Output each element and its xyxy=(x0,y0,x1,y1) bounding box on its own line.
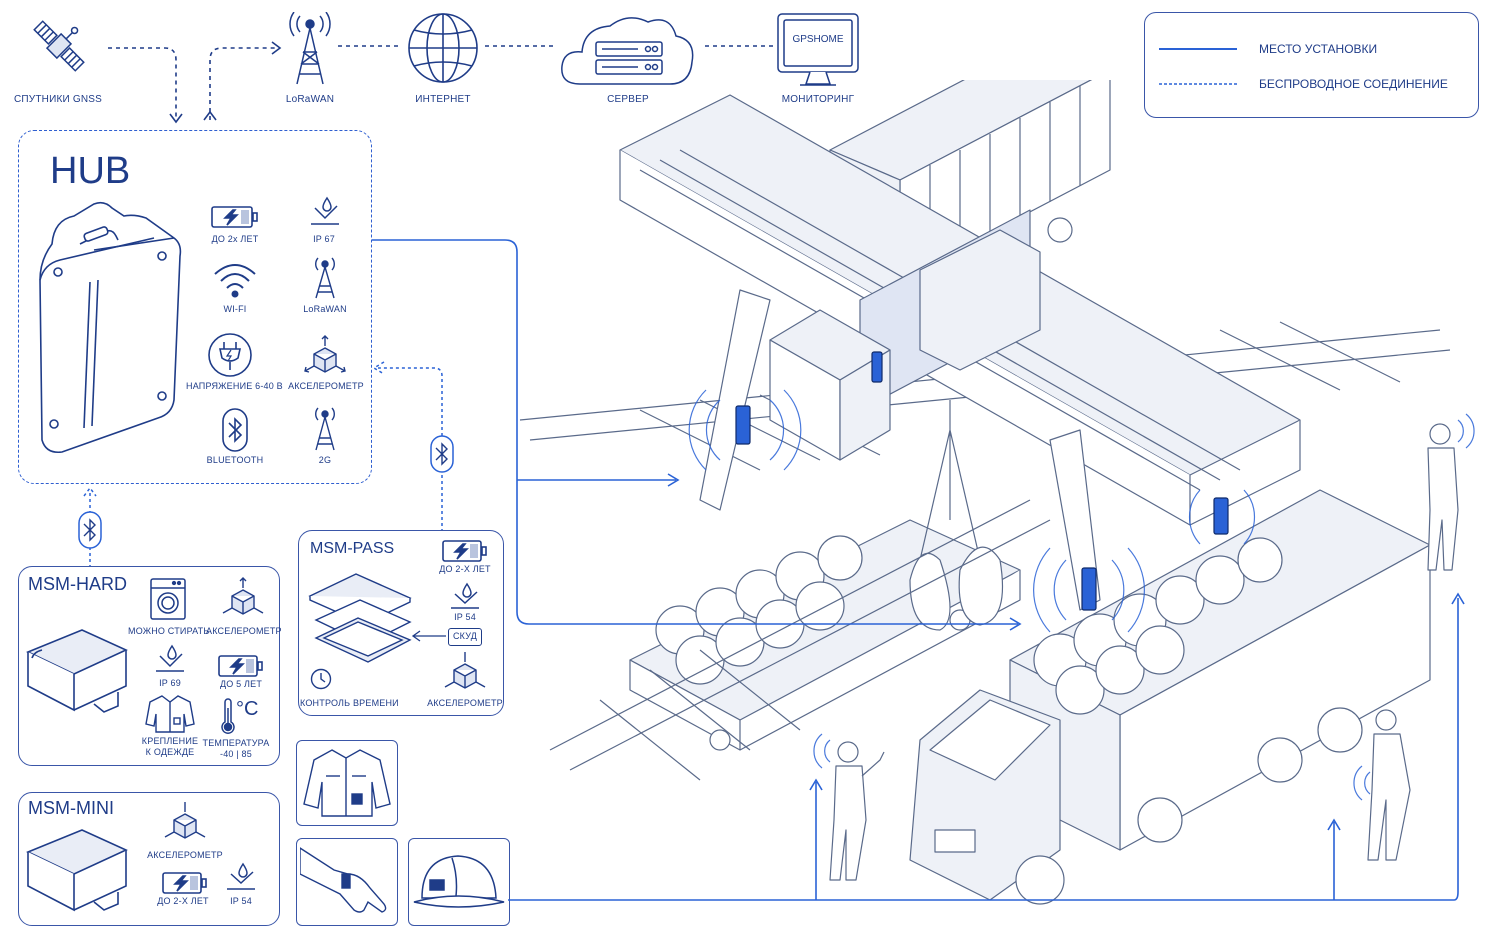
skud-badge xyxy=(448,628,482,646)
worker-top-right xyxy=(1427,423,1459,571)
satellite-icon xyxy=(28,10,90,87)
bluetooth-icon xyxy=(222,408,248,457)
lorawan-label: LoRaWAN xyxy=(285,94,335,105)
msm-mini-title: MSM-MINI xyxy=(28,798,114,818)
server-label: СЕРВЕР xyxy=(607,94,649,105)
gnss-label: СПУТНИКИ GNSS xyxy=(14,94,103,105)
legend-solid-line xyxy=(1159,48,1237,50)
monitor-screen-text: GPSHOME xyxy=(792,34,844,45)
msm-hard-accel-icon xyxy=(220,576,266,625)
monitor-icon xyxy=(776,12,860,93)
msm-hard-device-icon xyxy=(24,622,130,723)
hub-feature-wifi: WI-FI xyxy=(223,304,247,314)
hub-feature-bluetooth: BLUETOOTH xyxy=(206,455,264,465)
rail-track-front xyxy=(549,499,1051,781)
legend-wireless-label: БЕСПРОВОДНОЕ СОЕДИНЕНИЕ xyxy=(1259,77,1448,91)
2g-tower-icon xyxy=(310,406,340,457)
water-drop-icon xyxy=(307,196,343,233)
bt-link-pass xyxy=(372,361,454,532)
msm-mini-feature-ip: IP 54 xyxy=(230,896,252,906)
msm-pass-feature-ip: IP 54 xyxy=(454,612,476,622)
msm-pass-accel-icon xyxy=(442,650,488,699)
msm-hard-feature-ip: IP 69 xyxy=(159,678,181,688)
hub-feature-lorawan: LoRaWAN xyxy=(303,304,347,314)
internet-label: ИНТЕРНЕТ xyxy=(415,94,471,105)
crane-device-2 xyxy=(871,351,883,383)
msm-pass-drop-icon xyxy=(448,582,482,615)
hub-feature-voltage: НАПРЯЖЕНИЕ 6-40 В xyxy=(186,381,283,391)
hub-feature-2g: 2G xyxy=(318,455,332,465)
washing-machine-icon xyxy=(150,578,186,625)
msm-hard-feature-accel: АКСЕЛЕРОМЕТР xyxy=(206,626,282,636)
server-cloud-icon xyxy=(558,10,698,93)
truck xyxy=(909,489,1431,905)
power-plug-icon xyxy=(207,332,253,383)
legend-install-label: МЕСТО УСТАНОВКИ xyxy=(1259,42,1378,56)
tile-helmet-icon xyxy=(413,855,505,908)
crane-device-3 xyxy=(1081,567,1097,611)
msm-pass-feature-battery: ДО 2-Х ЛЕТ xyxy=(439,564,491,574)
industrial-scene xyxy=(519,80,1475,905)
msm-mini-drop-icon xyxy=(224,862,258,897)
msm-pass-feature-accel: АКСЕЛЕРОМЕТР xyxy=(427,698,503,708)
msm-pass-title: MSM-PASS xyxy=(310,540,395,557)
msm-hard-feature-wash: МОЖНО СТИРАТЬ xyxy=(128,626,210,636)
crane-device-4 xyxy=(1213,497,1229,535)
skud-arrow xyxy=(411,630,446,642)
lorawan-tower-icon xyxy=(285,11,335,93)
wifi-icon xyxy=(212,258,258,305)
hub-title: HUB xyxy=(50,150,131,192)
msm-hard-feature-battery: ДО 5 ЛЕТ xyxy=(219,679,263,689)
msm-hard-drop-icon xyxy=(152,644,188,679)
msm-pass-feature-skud: СКУД xyxy=(452,631,478,641)
lifting-bags xyxy=(909,400,1004,631)
bt-link-hard xyxy=(78,486,102,568)
jacket-icon xyxy=(144,694,196,739)
worker-right xyxy=(1367,709,1411,861)
hub-device-icon xyxy=(34,200,194,465)
hub-feature-battery: ДО 2х ЛЕТ xyxy=(211,234,259,244)
msm-mini-device-icon xyxy=(24,822,130,921)
msm-mini-accel-icon xyxy=(162,800,208,849)
globe-icon xyxy=(405,10,481,91)
monitoring-label: МОНИТОРИНГ xyxy=(781,94,855,105)
msm-hard-battery-icon xyxy=(218,655,264,682)
msm-mini-feature-accel: АКСЕЛЕРОМЕТР xyxy=(147,850,223,860)
hub-feature-ip: IP 67 xyxy=(313,234,335,244)
temp-symbol: °C xyxy=(236,698,259,720)
battery-icon xyxy=(211,206,259,233)
msm-hard-feature-clip: КРЕПЛЕНИЕ К ОДЕЖДЕ xyxy=(141,736,199,757)
tile-wrist-icon xyxy=(300,847,387,913)
msm-mini-battery-icon xyxy=(162,872,208,899)
clock-icon xyxy=(310,668,332,695)
worker-left xyxy=(829,741,885,881)
gantry-crane xyxy=(619,94,1301,611)
accelerometer-cube-icon xyxy=(302,334,348,383)
msm-hard-title: MSM-HARD xyxy=(28,574,127,594)
crane-device-1 xyxy=(735,405,751,445)
antenna-tower-icon xyxy=(310,256,340,305)
msm-pass-card-icon xyxy=(306,568,418,671)
top-connectors xyxy=(108,41,774,124)
tile-jacket-icon xyxy=(303,749,391,817)
msm-mini-feature-battery: ДО 2-Х ЛЕТ xyxy=(157,896,209,906)
operator-cabin xyxy=(769,309,891,461)
msm-pass-feature-time: КОНТРОЛЬ ВРЕМЕНИ xyxy=(300,698,399,708)
legend: МЕСТО УСТАНОВКИ БЕСПРОВОДНОЕ СОЕДИНЕНИЕ xyxy=(1144,12,1479,118)
hub-feature-accel: АКСЕЛЕРОМЕТР xyxy=(288,381,364,391)
msm-hard-feature-temp: ТЕМПЕРАТУРА -40 | 85 xyxy=(202,738,270,759)
thermometer-icon xyxy=(221,698,235,739)
msm-pass-battery-icon xyxy=(442,540,488,567)
legend-dashed-line xyxy=(1159,83,1237,85)
